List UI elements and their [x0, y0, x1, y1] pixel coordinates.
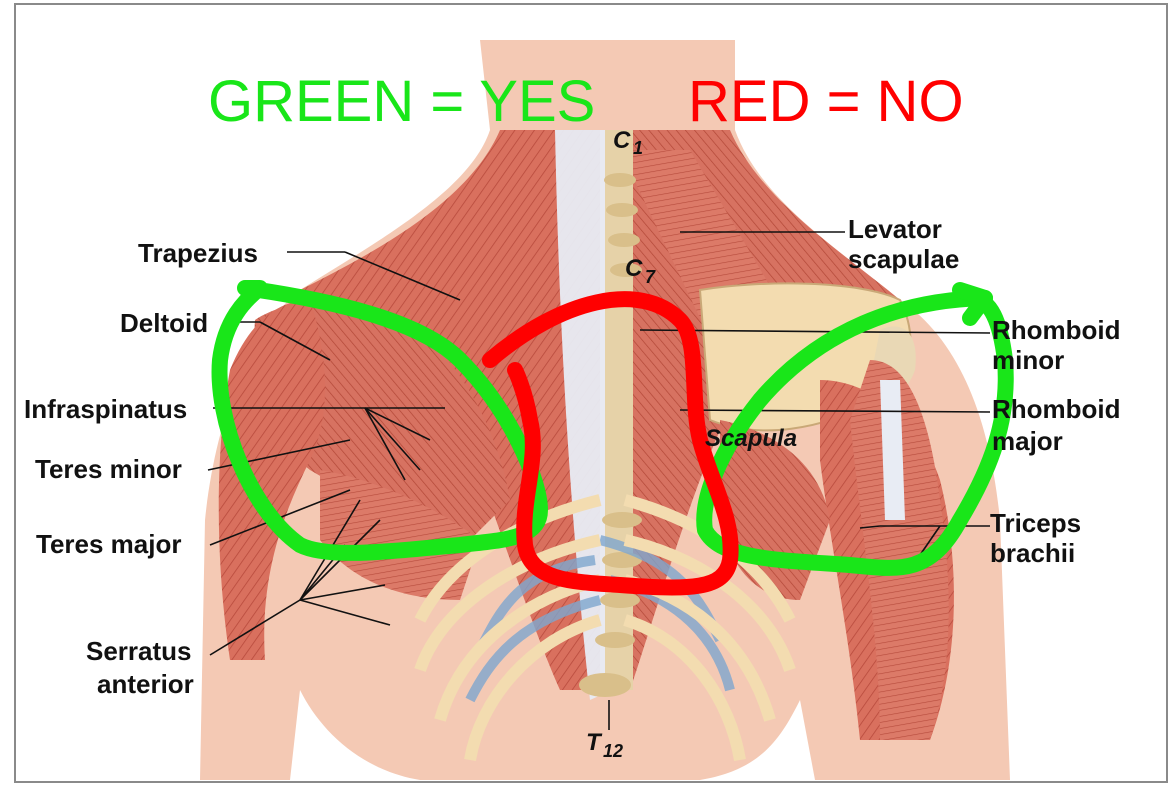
label-teres-major: Teres major: [36, 529, 181, 559]
legend: GREEN = YES RED = NO: [208, 69, 964, 134]
c7-letter: C: [625, 255, 643, 282]
anatomy-labels: Trapezius Deltoid Infraspinatus Teres mi…: [24, 214, 1121, 699]
vertebra-markers: C 1 C 7 T 12: [586, 127, 656, 761]
label-rhomboid-minor-line1: Rhomboid: [992, 315, 1121, 345]
green-loop-left: [211, 280, 548, 561]
label-serratus-line1: Serratus: [86, 636, 192, 666]
left-shoulder-muscles: [218, 300, 510, 660]
label-serratus-line2: anterior: [97, 669, 194, 699]
t12-number: 12: [603, 741, 623, 761]
label-trapezius: Trapezius: [138, 238, 258, 268]
legend-green-yes: GREEN = YES: [208, 69, 595, 134]
label-triceps-line1: Triceps: [990, 508, 1081, 538]
label-triceps-line2: brachii: [990, 538, 1075, 568]
c1-letter: C: [613, 127, 631, 154]
right-arm: [850, 360, 949, 740]
label-levator-line2: scapulae: [848, 244, 959, 274]
c7-number: 7: [645, 267, 656, 287]
green-loop-right: [696, 282, 1014, 576]
label-levator-line1: Levator: [848, 214, 942, 244]
label-teres-minor: Teres minor: [35, 454, 182, 484]
c1-number: 1: [633, 138, 643, 158]
label-scapula: Scapula: [705, 425, 797, 452]
label-deltoid: Deltoid: [120, 308, 208, 338]
label-rhomboid-minor-line2: minor: [992, 345, 1064, 375]
legend-red-no: RED = NO: [688, 69, 964, 134]
label-infraspinatus: Infraspinatus: [24, 394, 187, 424]
label-rhomboid-major-line2: major: [992, 426, 1063, 456]
spine: [555, 130, 642, 700]
t12-letter: T: [586, 729, 603, 756]
label-rhomboid-major-line1: Rhomboid: [992, 394, 1121, 424]
red-loop: [482, 291, 739, 596]
